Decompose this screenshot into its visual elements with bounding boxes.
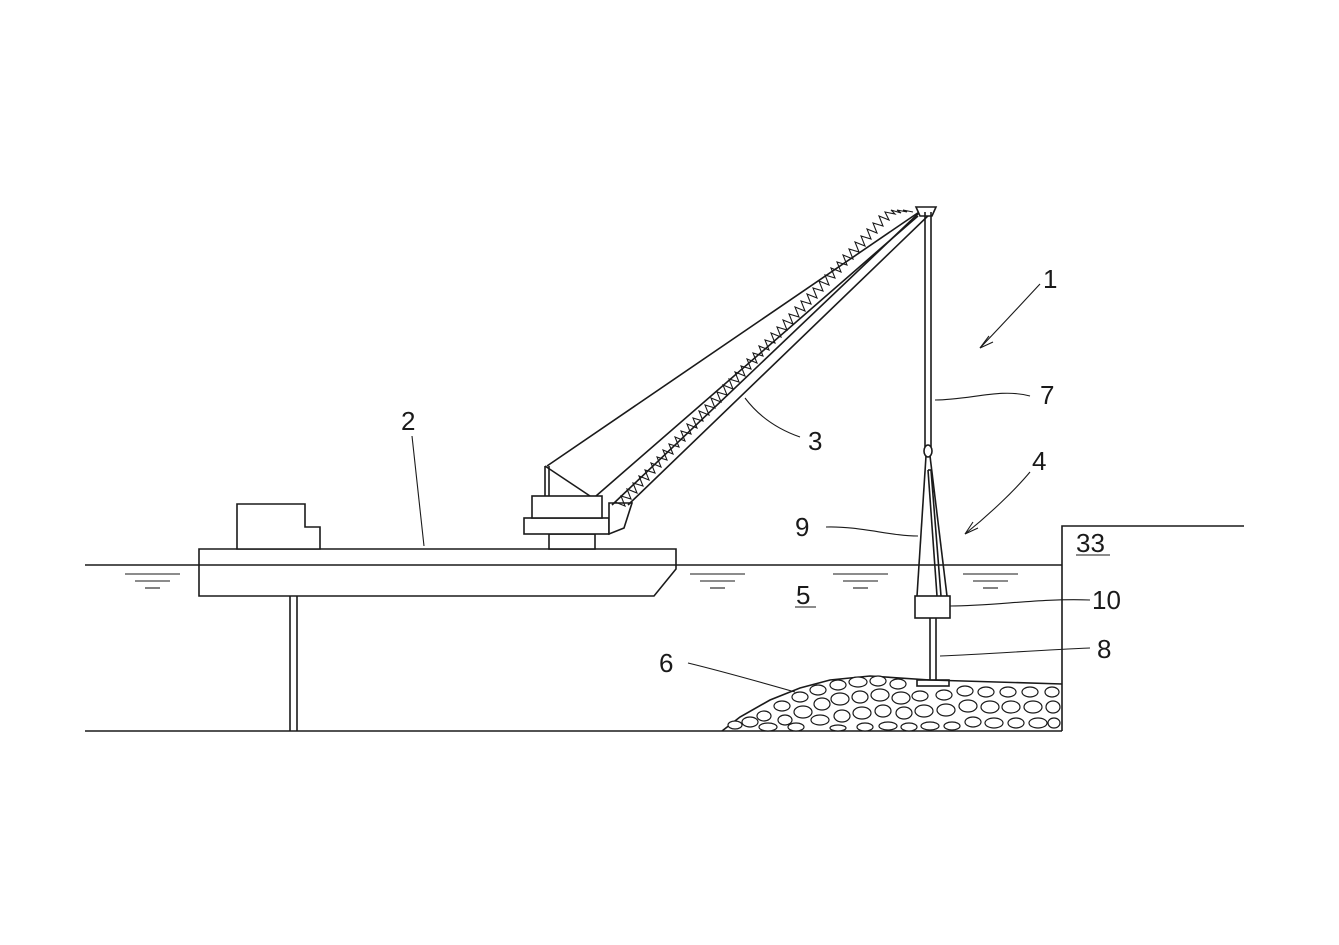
label-2: 2 — [401, 406, 415, 436]
leader-lines — [411, 392, 1091, 693]
label-7: 7 — [1040, 380, 1054, 410]
water-level-symbols — [125, 573, 1018, 589]
hook-block — [923, 444, 933, 458]
pointer-arrow-1 — [979, 283, 1041, 349]
spud-pole — [289, 596, 298, 731]
suspension-wires — [916, 455, 948, 597]
compaction-rod — [916, 618, 950, 687]
leader-3 — [744, 397, 801, 438]
barge-hull — [198, 548, 677, 597]
label-1: 1 — [1043, 264, 1057, 294]
pendant-ropes — [546, 207, 926, 497]
label-8: 8 — [1097, 634, 1111, 664]
label-9: 9 — [795, 512, 809, 542]
leader-9 — [825, 526, 919, 537]
pointer-arrow-4 — [964, 471, 1031, 535]
quay-wall — [1061, 525, 1244, 731]
rubble-mound — [721, 675, 1063, 732]
crane-base — [523, 495, 610, 550]
deck-house — [236, 503, 321, 550]
hoist-rope — [924, 212, 932, 447]
crane-boom — [611, 209, 933, 507]
boom-tip — [914, 206, 938, 217]
leader-8 — [939, 647, 1091, 657]
boom-foot — [608, 502, 634, 536]
label-4: 4 — [1032, 446, 1046, 476]
leader-6 — [687, 662, 796, 693]
leader-10 — [949, 599, 1091, 607]
label-33: 33 — [1076, 528, 1105, 558]
label-5: 5 — [796, 580, 810, 610]
label-6: 6 — [659, 648, 673, 678]
leader-2 — [411, 435, 425, 547]
crane-a-frame — [544, 465, 591, 497]
weight-block — [914, 595, 951, 619]
leader-7 — [934, 392, 1031, 401]
label-3: 3 — [808, 426, 822, 456]
label-10: 10 — [1092, 585, 1121, 615]
